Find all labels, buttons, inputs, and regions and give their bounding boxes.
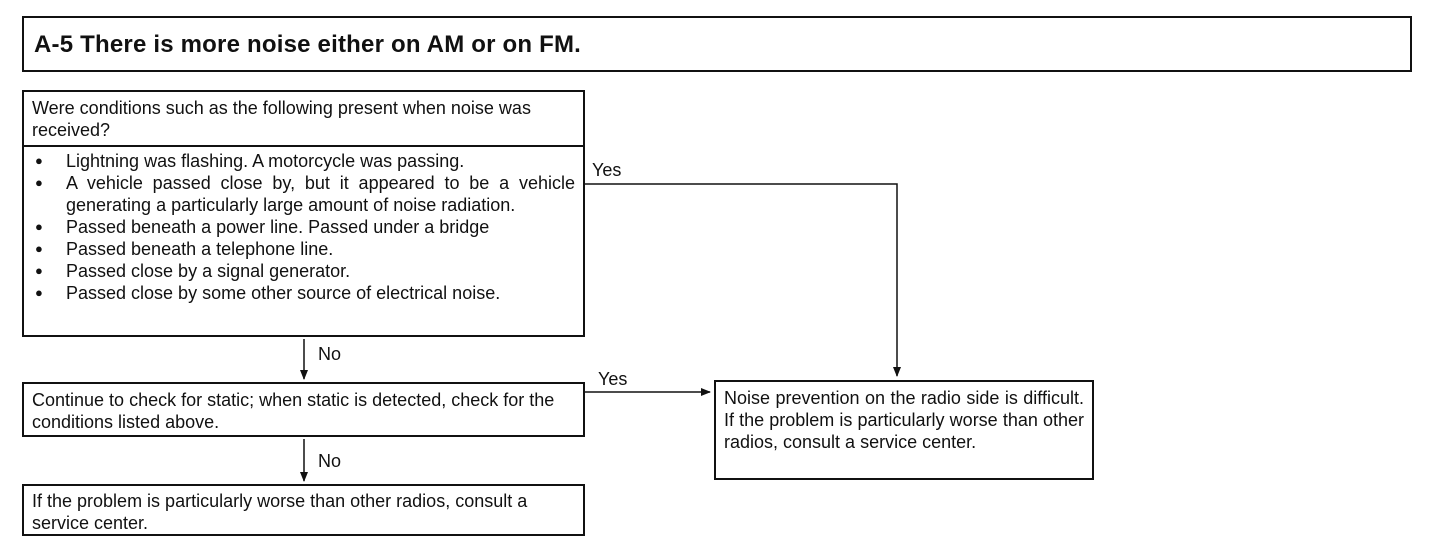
title-box: A-5 There is more noise either on AM or …	[22, 16, 1412, 72]
no-label-2: No	[318, 451, 342, 471]
condition-item: Passed beneath a power line. Passed unde…	[24, 216, 583, 238]
condition-list: Lightning was flashing. A motorcycle was…	[24, 150, 583, 304]
yes-label-1: Yes	[592, 160, 622, 180]
yes-label-2: Yes	[598, 369, 628, 389]
condition-item: Passed close by some other source of ele…	[24, 282, 583, 304]
condition-item: Passed beneath a telephone line.	[24, 238, 583, 260]
noise-prevention-box: Noise prevention on the radio side is di…	[714, 380, 1094, 480]
question-box: Were conditions such as the following pr…	[22, 90, 585, 337]
condition-item: Passed close by a signal generator.	[24, 260, 583, 282]
check-static-box: Continue to check for static; when stati…	[22, 382, 585, 437]
question-text: Were conditions such as the following pr…	[24, 92, 583, 147]
condition-item: A vehicle passed close by, but it appear…	[24, 172, 583, 216]
service-center-box: If the problem is particularly worse tha…	[22, 484, 585, 536]
yes-connector-1	[585, 183, 901, 377]
no-label-1: No	[318, 344, 342, 364]
page-title: A-5 There is more noise either on AM or …	[34, 31, 582, 58]
condition-item: Lightning was flashing. A motorcycle was…	[24, 150, 583, 172]
